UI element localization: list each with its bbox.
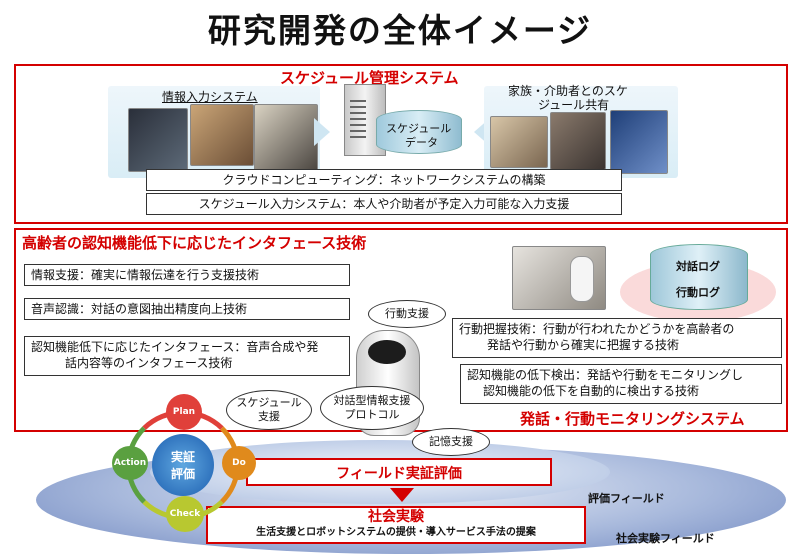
schedule-data-cylinder — [376, 110, 462, 154]
arrow-right-icon — [314, 118, 330, 146]
decline-detect-line-2: 認知機能の低下を自動的に検出する技術 — [483, 384, 700, 398]
decline-detect-line-1: 認知機能の低下検出：発話や行動をモニタリングし — [467, 368, 744, 382]
page-title: 研究開発の全体イメージ — [207, 11, 593, 50]
bubble-schedule-support-line-1: スケジュール — [236, 396, 302, 409]
eval-field-label: 評価フィールド — [588, 492, 665, 505]
social-experiment-title: 社会実験 — [368, 509, 424, 525]
interface-item-2: 音声認識：対話の意図抽出精度向上技術 — [24, 298, 350, 320]
server-rack-lines — [350, 100, 366, 140]
elderly-writing-photo — [190, 104, 254, 166]
bubble-schedule-support-line-2: 支援 — [258, 410, 280, 423]
cloud-computing-box: クラウドコンピューティング：ネットワークシステムの構築 — [146, 169, 622, 191]
pdca-center-line-1: 実証 — [170, 450, 195, 464]
interface-item-3: 認知機能低下に応じたインタフェース：音声合成や発 話内容等のインタフェース技術 — [24, 336, 350, 376]
elderly-reading-photo — [254, 104, 318, 172]
schedule-system-frame — [14, 64, 788, 224]
dialog-log-label: 対話ログ — [676, 260, 720, 273]
sharing-label-2: ジュール共有 — [538, 98, 610, 112]
social-field-label: 社会実験フィールド — [616, 532, 715, 545]
tablet-photo — [128, 108, 188, 172]
bubble-protocol-line-1: 対話型情報支援 — [333, 394, 411, 407]
schedule-system-heading: スケジュール管理システム — [280, 69, 459, 87]
social-experiment-box: 社会実験 生活支援とロボットシステムの提供・導入サービス手法の提案 — [206, 506, 586, 544]
behavior-grasp-line-1: 行動把握技術：行動が行われたかどうかを高齢者の — [459, 322, 735, 336]
pdca-plan: Plan — [166, 394, 202, 430]
action-log-label: 行動ログ — [676, 286, 720, 299]
schedule-data-label-1: スケジュール — [386, 122, 452, 135]
bubble-protocol-line-2: プロトコル — [344, 408, 400, 421]
interface-item-1: 情報支援：確実に情報伝達を行う支援技術 — [24, 264, 350, 286]
family-photo — [490, 116, 548, 168]
social-experiment-desc: 生活支援とロボットシステムの提供・導入サービス手法の提案 — [256, 527, 536, 538]
robot-eyes — [368, 340, 406, 364]
robot-small-icon — [570, 256, 594, 302]
pdca-center: 実証 評価 — [152, 434, 214, 496]
interface-heading: 高齢者の認知機能低下に応じたインタフェース技術 — [22, 234, 367, 252]
input-system-label: 情報入力システム — [162, 90, 258, 104]
behavior-grasp-box: 行動把握技術：行動が行われたかどうかを高齢者の 発話や行動から確実に把握する技術 — [452, 318, 782, 358]
behavior-grasp-line-2: 発話や行動から確実に把握する技術 — [487, 338, 680, 352]
pdca-check: Check — [166, 496, 204, 532]
pdca-action: Action — [112, 446, 148, 480]
sharing-label-1: 家族・介助者とのスケ — [508, 84, 628, 98]
bubble-memory-support: 記憶支援 — [412, 428, 490, 456]
pdca-do: Do — [222, 446, 256, 480]
eval-box: フィールド実証評価 — [246, 458, 552, 486]
pdca-center-line-2: 評価 — [170, 467, 195, 481]
bubble-protocol: 対話型情報支援 プロトコル — [320, 386, 424, 430]
bubble-schedule-support: スケジュール 支援 — [226, 390, 312, 430]
bubble-action-support: 行動支援 — [368, 300, 446, 328]
interface-item-3-line-1: 認知機能低下に応じたインタフェース：音声合成や発 — [31, 340, 319, 354]
schedule-input-box: スケジュール入力システム：本人や介助者が予定入力可能な入力支援 — [146, 193, 622, 215]
interface-item-3-line-2: 話内容等のインタフェース技術 — [65, 356, 233, 370]
log-cylinder — [650, 244, 748, 310]
caregiver-photo — [550, 112, 606, 170]
monitoring-heading: 発話・行動モニタリングシステム — [520, 410, 745, 428]
down-arrow-icon — [390, 488, 414, 502]
tablet-hand-photo — [610, 110, 668, 174]
decline-detect-box: 認知機能の低下検出：発話や行動をモニタリングし 認知機能の低下を自動的に検出する… — [460, 364, 782, 404]
schedule-data-label-2: データ — [405, 136, 438, 149]
